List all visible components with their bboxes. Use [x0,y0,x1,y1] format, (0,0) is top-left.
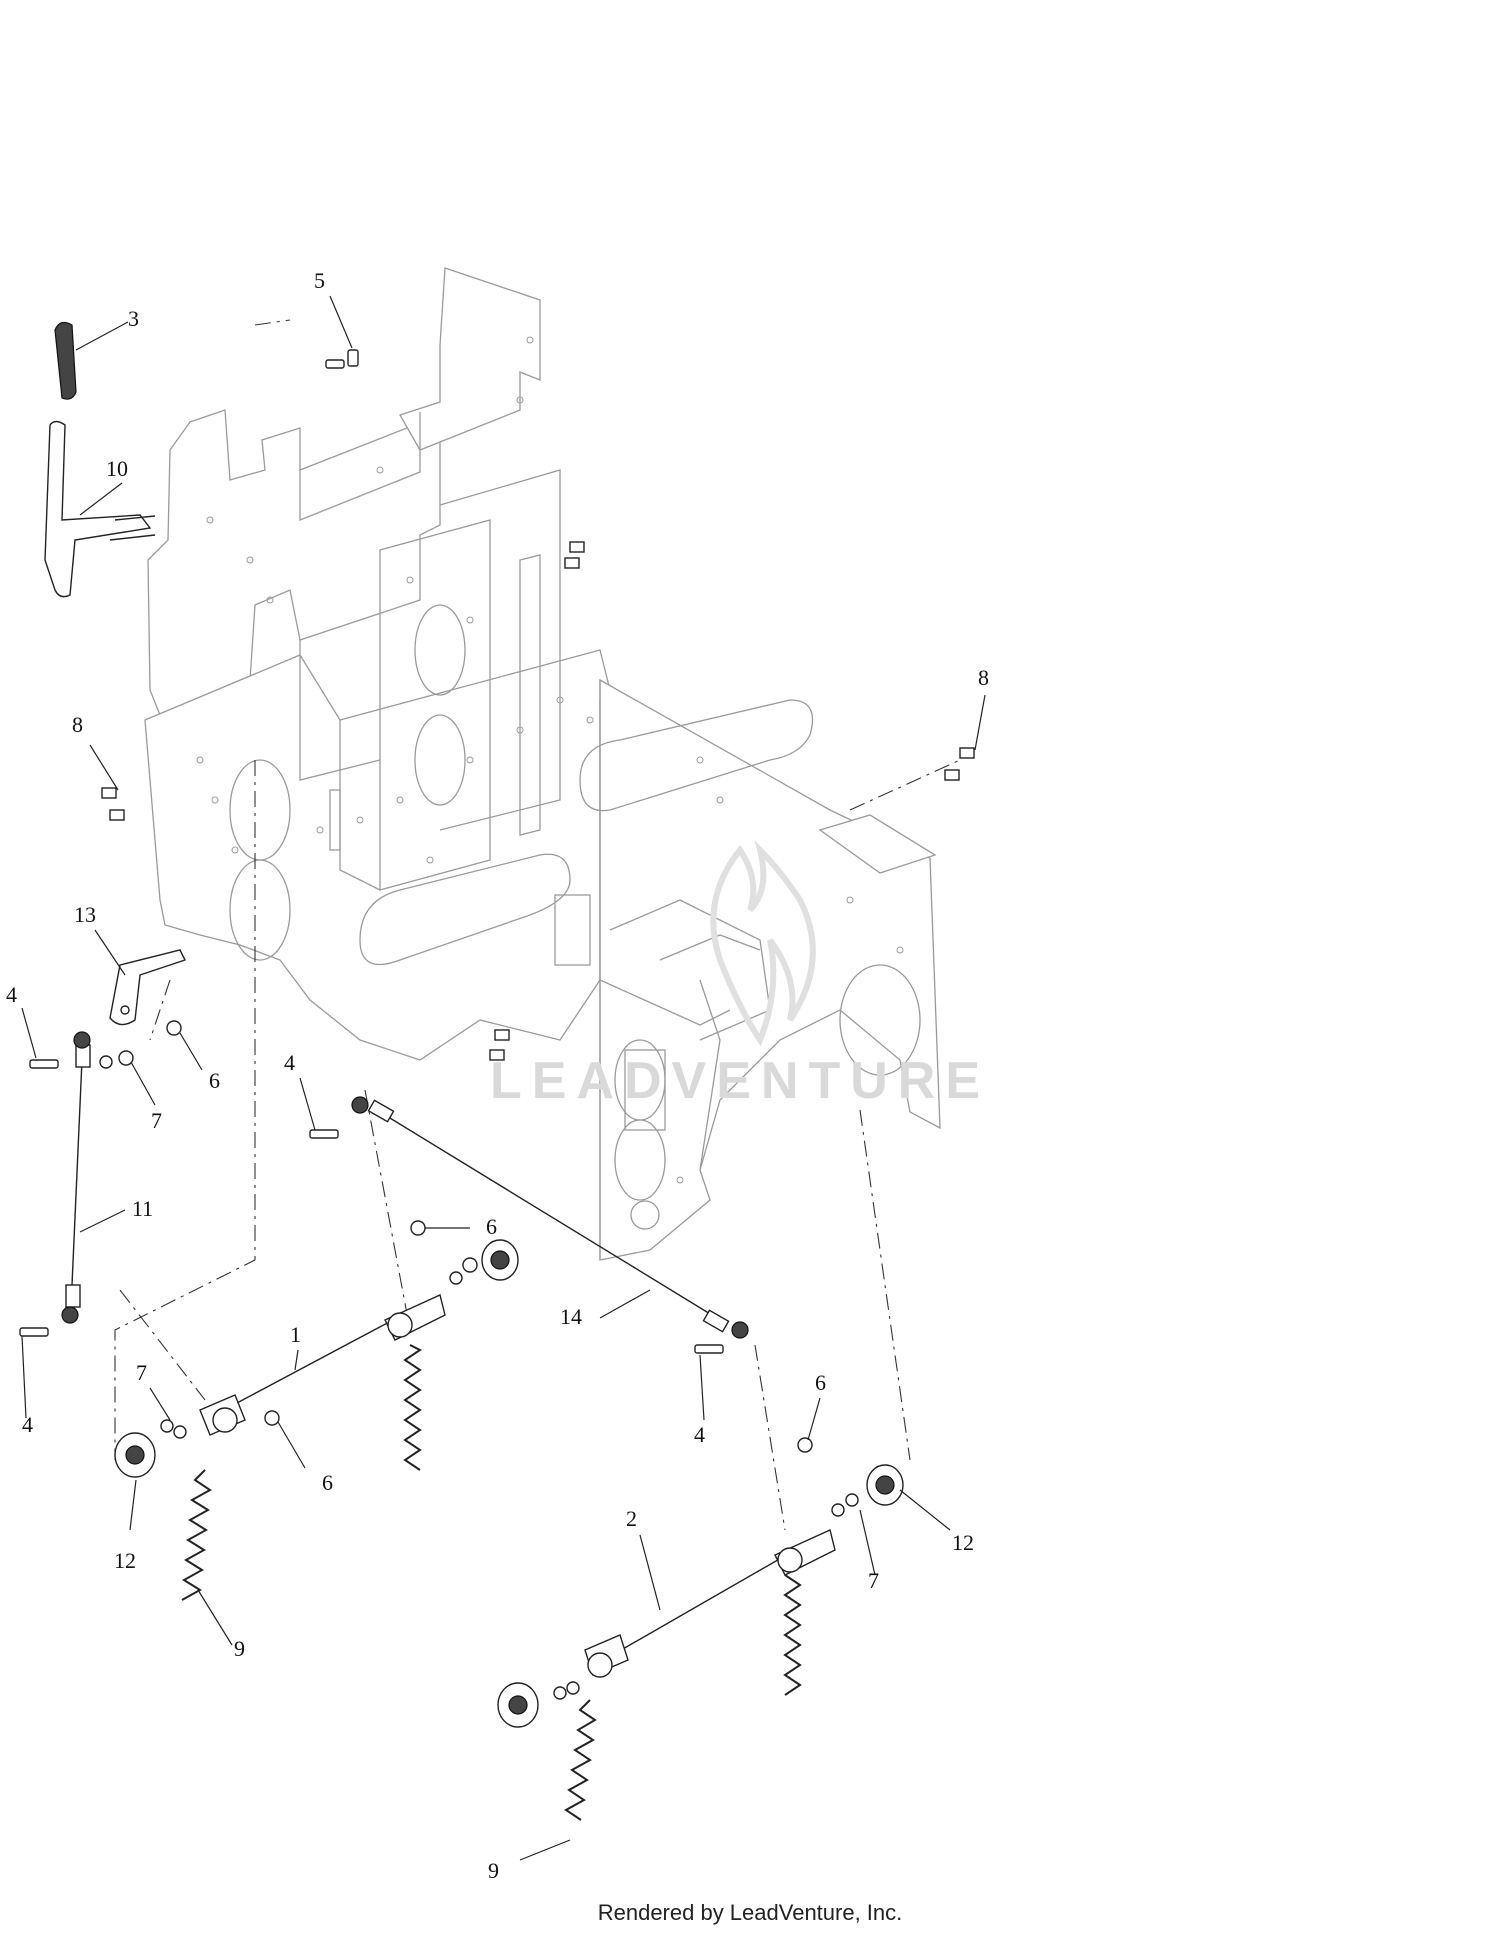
lift-lever [44,420,156,598]
callout-12: 12 [114,1548,136,1573]
callout-6: 6 [815,1370,826,1395]
bolt-8 [101,541,975,1061]
link-rod-11 [61,1031,91,1324]
callout-13: 13 [74,902,96,927]
callout-7: 7 [136,1360,147,1385]
callout-4: 4 [22,1412,33,1437]
watermark-flame-icon [710,840,816,1047]
bolt-5 [325,349,359,369]
handle-grip [54,321,77,400]
link-rod-14 [351,1096,749,1339]
callout-4: 4 [284,1050,295,1075]
callout-1: 1 [290,1322,301,1347]
spring-9 [181,1344,802,1821]
callout-8: 8 [72,712,83,737]
callout-6: 6 [322,1470,333,1495]
callout-11: 11 [132,1196,153,1221]
leader-lines [21,295,986,1861]
callout-2: 2 [626,1506,637,1531]
main-frame [144,267,941,1261]
watermark: LEADVENTURE [490,1052,990,1110]
footer-credit: Rendered by LeadVenture, Inc. [597,1900,903,1925]
callout-3: 3 [128,306,139,331]
bearing-12 [114,1239,904,1728]
callout-4: 4 [694,1422,705,1447]
shaft-1 [199,1294,446,1436]
callout-10: 10 [106,456,128,481]
callout-8: 8 [978,665,989,690]
pin-4 [19,1059,724,1354]
callout-12: 12 [952,1530,974,1555]
callout-9: 9 [488,1858,499,1883]
callout-7: 7 [151,1108,162,1133]
callout-4: 4 [6,982,17,1007]
callout-14: 14 [560,1304,582,1329]
callout-6: 6 [209,1068,220,1093]
callout-5: 5 [314,268,325,293]
callout-labels: 3 5 10 8 8 13 4 6 7 4 11 6 1 14 4 7 6 4 … [6,268,989,1883]
assembly-dash-lines [114,319,961,1531]
shaft-2 [584,1529,836,1678]
bracket-13 [109,949,186,1026]
callout-7: 7 [868,1568,879,1593]
callout-9: 9 [234,1636,245,1661]
callout-6: 6 [486,1214,497,1239]
nuts-washers [99,1020,859,1700]
